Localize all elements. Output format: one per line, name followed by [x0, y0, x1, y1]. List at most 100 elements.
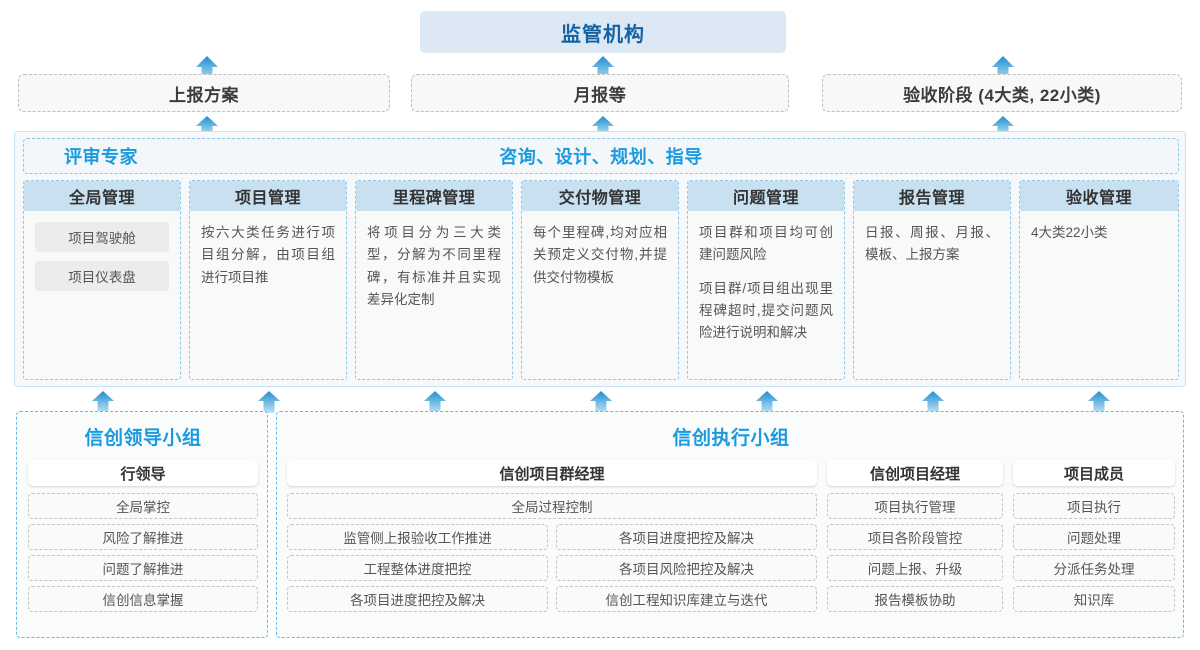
role-item-label: 知识库: [1073, 593, 1115, 608]
role-item[interactable]: 风险了解推进: [28, 524, 258, 550]
module-chip-label: 项目仪表盘: [68, 270, 136, 285]
role-item-label: 问题处理: [1067, 531, 1121, 546]
role-item-label: 全局掌控: [116, 500, 170, 515]
role-item-label: 各项目风险把控及解决: [619, 562, 754, 577]
module-body-project: 按六大类任务进行项目组分解，由项目组进行项目推: [190, 211, 346, 289]
report-box-plan-label: 上报方案: [169, 85, 239, 105]
arrow-up-to-module-2: [258, 389, 280, 415]
arrow-up-to-module-4: [590, 389, 612, 415]
arrow-up-to-module-3: [424, 389, 446, 415]
role-item[interactable]: 信创信息掌握: [28, 586, 258, 612]
module-body-acceptance: 4大类22小类: [1020, 211, 1178, 244]
arrow-up-to-module-1: [92, 389, 114, 415]
module-title-acceptance: 验收管理: [1020, 181, 1178, 211]
module-chip-label: 项目驾驶舱: [68, 231, 136, 246]
consulting-label: 咨询、设计、规划、指导: [499, 147, 703, 167]
role-item-label: 项目执行管理: [874, 500, 956, 515]
role-head-project-member-label: 项目成员: [1063, 465, 1124, 483]
program-manager-subcolumns: 监管侧上报验收工作推进 工程整体进度把控 各项目进度把控及解决 各项目进度把控及…: [287, 524, 817, 617]
module-title-issue-text: 问题管理: [732, 190, 799, 207]
platform-panel: 评审专家 咨询、设计、规划、指导 全局管理 项目驾驶舱 项目仪表盘 项目管理 按…: [14, 131, 1186, 387]
module-title-milestone-text: 里程碑管理: [392, 190, 476, 207]
role-head-program-manager[interactable]: 信创项目群经理: [287, 460, 817, 486]
regulator-box: 监管机构: [420, 11, 786, 53]
role-item[interactable]: 信创工程知识库建立与迭代: [556, 586, 817, 612]
role-head-bank-leader-label: 行领导: [120, 465, 166, 483]
module-title-global: 全局管理: [24, 181, 180, 211]
module-column-milestone[interactable]: 里程碑管理 将项目分为三大类型，分解为不同里程碑，有标准并且实现差异化定制: [355, 180, 513, 380]
role-item[interactable]: 项目执行: [1013, 493, 1175, 519]
report-box-plan[interactable]: 上报方案: [18, 74, 390, 112]
module-title-project-text: 项目管理: [234, 190, 301, 207]
group-leadership: 信创领导小组 行领导 全局掌控 风险了解推进 问题了解推进 信创信息掌握: [16, 411, 268, 638]
role-item-label: 分派任务处理: [1053, 562, 1135, 577]
role-item-full[interactable]: 全局过程控制: [287, 493, 817, 519]
report-box-monthly[interactable]: 月报等: [411, 74, 789, 112]
role-item-label: 问题了解推进: [102, 562, 184, 577]
group-execution-title: 信创执行小组: [672, 428, 790, 449]
report-box-acceptance-label: 验收阶段 (4大类, 22小类): [903, 85, 1101, 105]
role-item[interactable]: 问题上报、升级: [827, 555, 1003, 581]
module-body-milestone: 将项目分为三大类型，分解为不同里程碑，有标准并且实现差异化定制: [356, 211, 512, 311]
role-item-label: 监管侧上报验收工作推进: [343, 531, 492, 546]
module-paragraph: 项目群和项目均可创建问题风险: [699, 225, 833, 263]
role-item-label: 风险了解推进: [102, 531, 184, 546]
module-column-report[interactable]: 报告管理 日报、周报、月报、模板、上报方案: [853, 180, 1011, 380]
role-item[interactable]: 问题处理: [1013, 524, 1175, 550]
module-title-deliverable-text: 交付物管理: [558, 190, 642, 207]
report-box-acceptance[interactable]: 验收阶段 (4大类, 22小类): [822, 74, 1182, 112]
role-item[interactable]: 工程整体进度把控: [287, 555, 548, 581]
role-item[interactable]: 问题了解推进: [28, 555, 258, 581]
module-paragraph: 每个里程碑,均对应相关预定义交付物,并提供交付物模板: [533, 225, 667, 285]
group-execution: 信创执行小组 信创项目群经理 全局过程控制 监管侧上报验收工作推进 工程整体进度…: [276, 411, 1184, 638]
role-item[interactable]: 各项目进度把控及解决: [287, 586, 548, 612]
module-title-deliverable: 交付物管理: [522, 181, 678, 211]
regulator-label: 监管机构: [561, 23, 645, 46]
module-title-report-text: 报告管理: [898, 190, 965, 207]
role-item[interactable]: 监管侧上报验收工作推进: [287, 524, 548, 550]
role-column-project-manager: 信创项目经理 项目执行管理 项目各阶段管控 问题上报、升级 报告模板协助: [827, 460, 1003, 617]
module-column-issue[interactable]: 问题管理 项目群和项目均可创建问题风险 项目群/项目组出现里程碑超时,提交问题风…: [687, 180, 845, 380]
module-paragraph: 将项目分为三大类型，分解为不同里程碑，有标准并且实现差异化定制: [367, 225, 501, 307]
role-item[interactable]: 知识库: [1013, 586, 1175, 612]
role-item[interactable]: 分派任务处理: [1013, 555, 1175, 581]
role-item[interactable]: 全局掌控: [28, 493, 258, 519]
role-item-label: 项目执行: [1067, 500, 1121, 515]
role-item-label: 信创信息掌握: [102, 593, 184, 608]
role-item-label: 工程整体进度把控: [363, 562, 472, 577]
arrow-up-to-module-5: [756, 389, 778, 415]
module-paragraph: 按六大类任务进行项目组分解，由项目组进行项目推: [201, 225, 335, 285]
role-item-label: 信创工程知识库建立与迭代: [605, 593, 768, 608]
module-column-deliverable[interactable]: 交付物管理 每个里程碑,均对应相关预定义交付物,并提供交付物模板: [521, 180, 679, 380]
module-title-acceptance-text: 验收管理: [1065, 190, 1132, 207]
module-chip[interactable]: 项目驾驶舱: [35, 222, 169, 252]
role-head-bank-leader[interactable]: 行领导: [28, 460, 258, 486]
module-title-report: 报告管理: [854, 181, 1010, 211]
role-head-project-manager-label: 信创项目经理: [869, 465, 960, 483]
report-row: 上报方案 月报等 验收阶段 (4大类, 22小类): [0, 74, 1200, 112]
role-item[interactable]: 各项目风险把控及解决: [556, 555, 817, 581]
module-body-report: 日报、周报、月报、模板、上报方案: [854, 211, 1010, 267]
role-item[interactable]: 项目各阶段管控: [827, 524, 1003, 550]
module-paragraph: 4大类22小类: [1031, 225, 1108, 240]
role-item[interactable]: 项目执行管理: [827, 493, 1003, 519]
role-column-program-manager: 信创项目群经理 全局过程控制 监管侧上报验收工作推进 工程整体进度把控 各项目进…: [287, 460, 817, 617]
role-item[interactable]: 各项目进度把控及解决: [556, 524, 817, 550]
module-body-global: 项目驾驶舱 项目仪表盘: [24, 211, 180, 291]
role-item-label: 问题上报、升级: [867, 562, 963, 577]
role-column-bank-leader: 行领导 全局掌控 风险了解推进 问题了解推进 信创信息掌握: [28, 460, 258, 617]
group-leadership-title: 信创领导小组: [84, 428, 202, 449]
role-head-project-manager[interactable]: 信创项目经理: [827, 460, 1003, 486]
module-column-global[interactable]: 全局管理 项目驾驶舱 项目仪表盘: [23, 180, 181, 380]
module-chip[interactable]: 项目仪表盘: [35, 261, 169, 291]
role-column-project-member: 项目成员 项目执行 问题处理 分派任务处理 知识库: [1013, 460, 1175, 617]
role-item[interactable]: 报告模板协助: [827, 586, 1003, 612]
module-column-acceptance[interactable]: 验收管理 4大类22小类: [1019, 180, 1179, 380]
role-head-project-member[interactable]: 项目成员: [1013, 460, 1175, 486]
module-title-project: 项目管理: [190, 181, 346, 211]
module-column-project[interactable]: 项目管理 按六大类任务进行项目组分解，由项目组进行项目推: [189, 180, 347, 380]
program-manager-left-column: 监管侧上报验收工作推进 工程整体进度把控 各项目进度把控及解决: [287, 524, 548, 617]
module-title-global-text: 全局管理: [68, 190, 135, 207]
module-paragraph: 项目群/项目组出现里程碑超时,提交问题风险进行说明和解决: [699, 280, 833, 341]
